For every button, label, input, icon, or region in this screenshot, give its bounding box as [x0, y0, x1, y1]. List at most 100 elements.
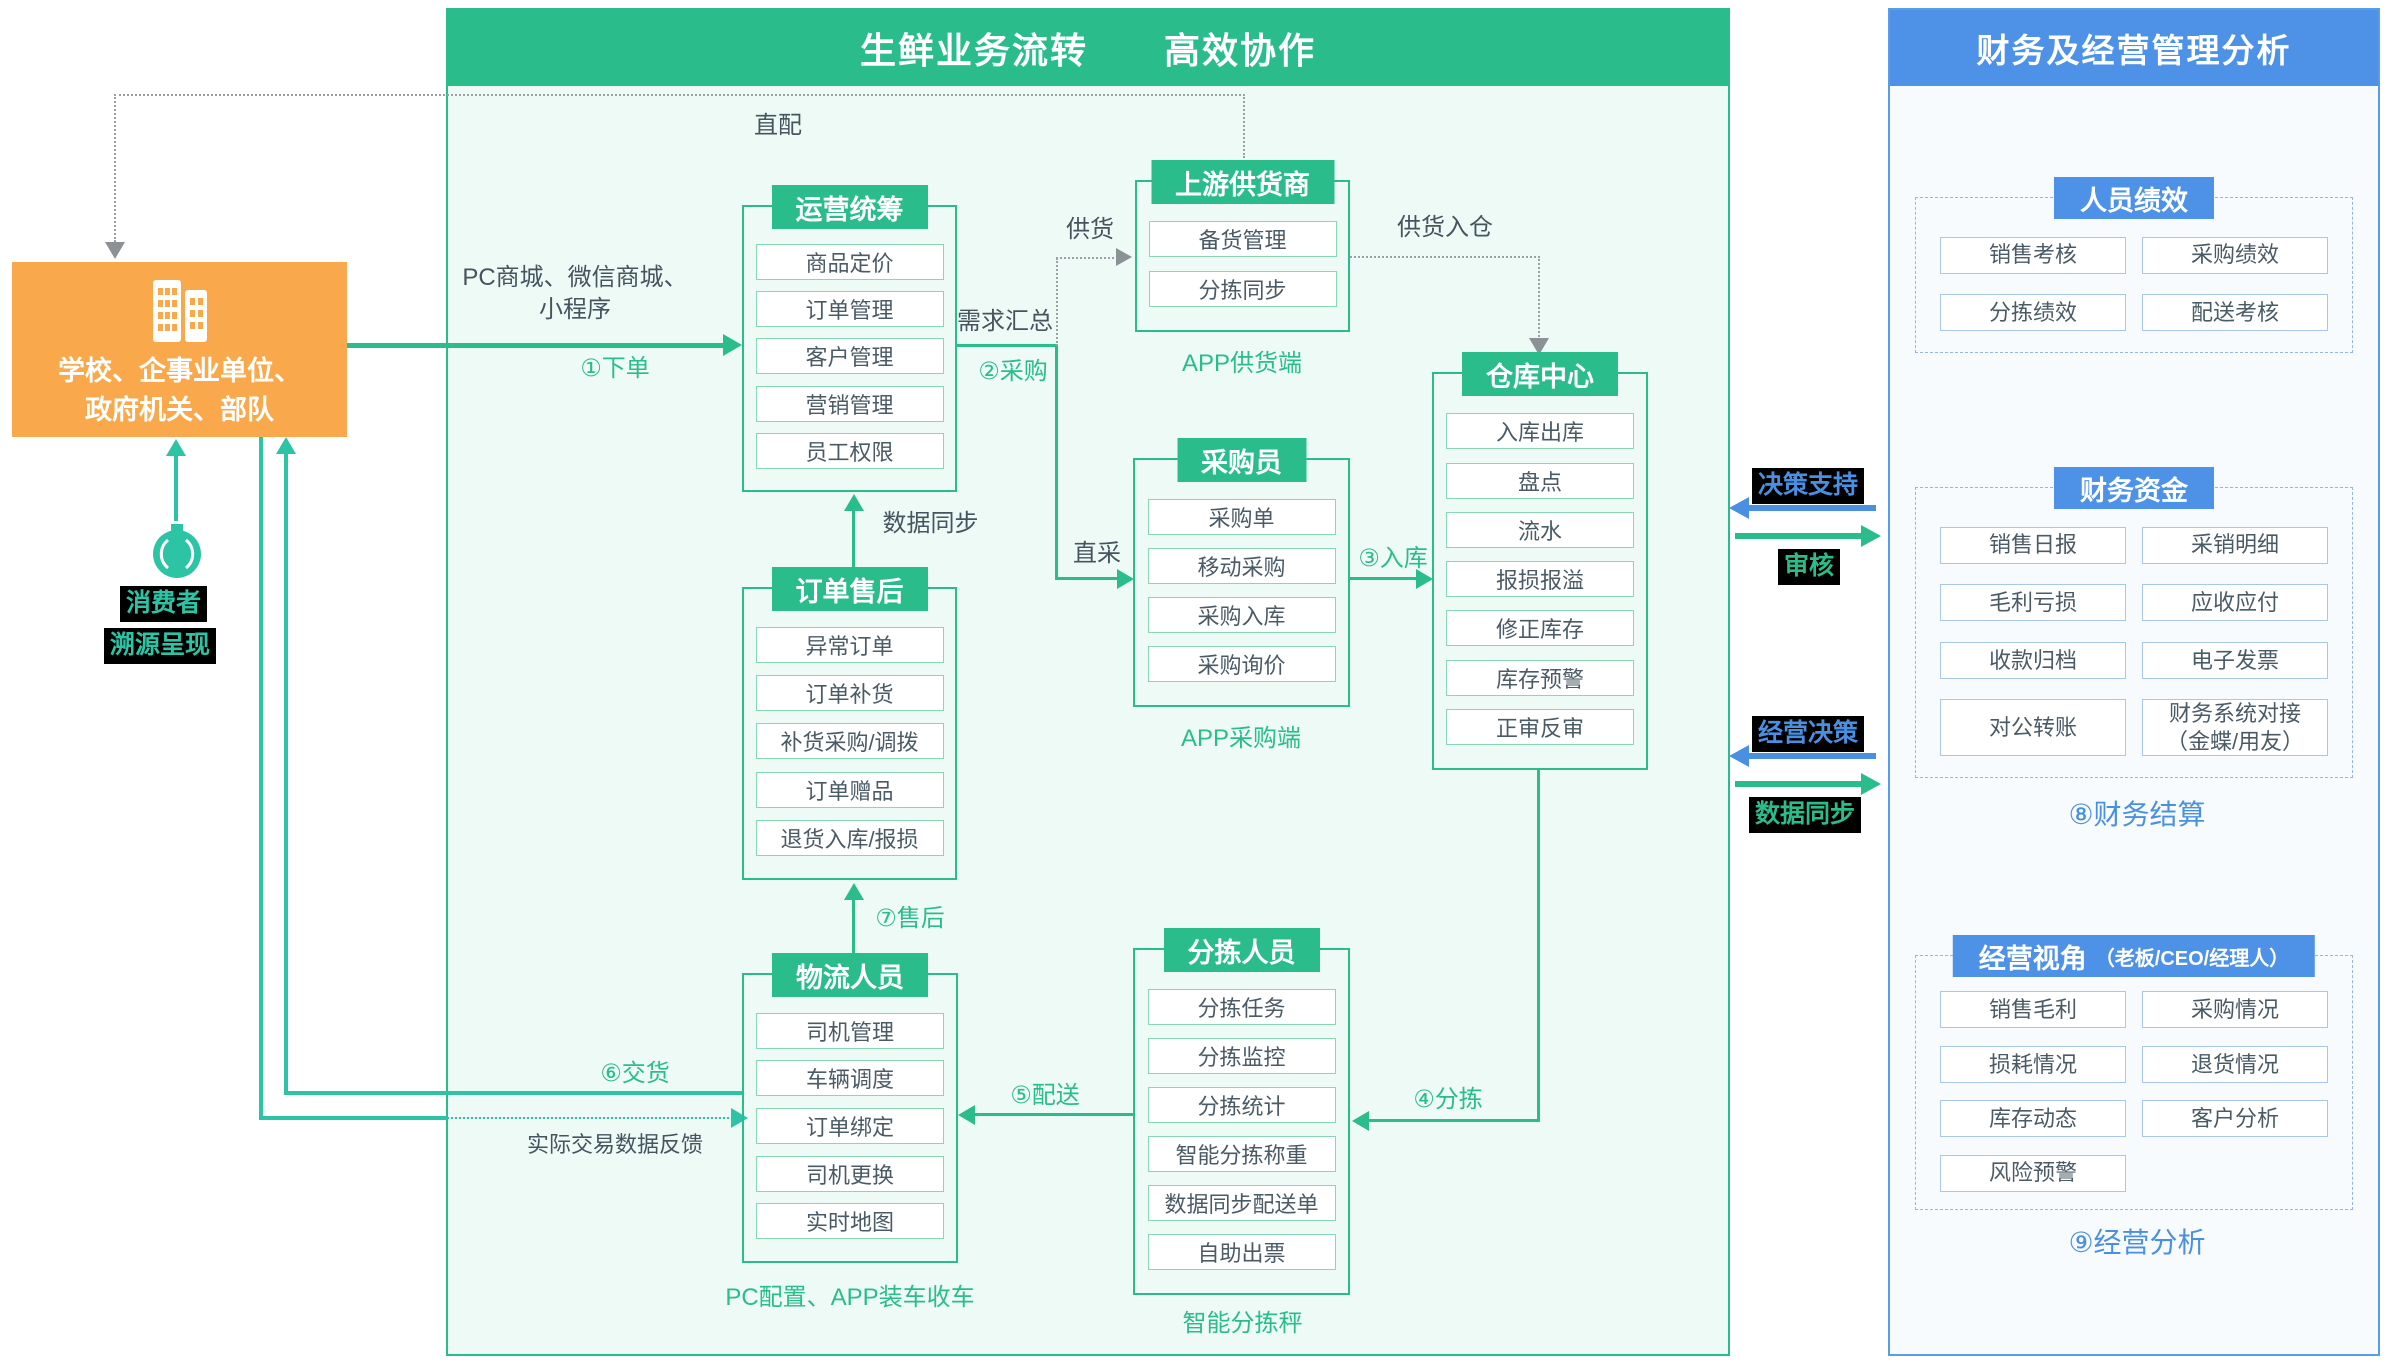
- customer-box-label: 学校、企事业单位、 政府机关、部队: [58, 356, 301, 426]
- inbound-line: [1350, 577, 1418, 580]
- direct-purchase-label: 直采: [1073, 540, 1121, 567]
- group-purchaser-title: 采购员: [1177, 438, 1306, 482]
- aftersale-line: [852, 898, 855, 973]
- purchase-line-h2: [1055, 577, 1119, 580]
- list-item: 风险预警: [1940, 1154, 2126, 1192]
- list-item: 采购入库: [1147, 597, 1336, 633]
- list-item: 员工权限: [755, 432, 944, 469]
- supply-in-line-v: [1538, 256, 1540, 340]
- sort-label: ④分拣: [1413, 1086, 1483, 1113]
- arrowhead-left: [958, 1105, 975, 1125]
- group-aftersales-title: 订单售后: [771, 567, 928, 611]
- consumer-label: 消费者: [120, 586, 208, 622]
- list-item: 退货入库/报损: [755, 819, 944, 856]
- list-item: 分拣绩效: [1940, 294, 2126, 332]
- inbound-label: ③入库: [1358, 545, 1428, 572]
- group-logistics-title: 物流人员: [772, 953, 928, 997]
- business-decision-label: 经营决策: [1752, 716, 1865, 752]
- group-warehouse-title: 仓库中心: [1462, 352, 1618, 396]
- feedback-label: 实际交易数据反馈: [526, 1132, 703, 1157]
- order-arrow-line: [347, 343, 727, 348]
- list-item: 营销管理: [755, 385, 944, 422]
- group-operations-title: 运营统筹: [771, 185, 928, 229]
- section-business-view: 经营视角 （老板/CEO/经理人） 销售毛利采购情况损耗情况退货情况库存动态客户…: [1915, 935, 2353, 1210]
- delivery-line-h: [284, 1091, 744, 1095]
- deliver-label: ⑤配送: [1010, 1082, 1080, 1109]
- supply-line-v: [1056, 258, 1058, 346]
- arrowhead-up: [844, 883, 864, 900]
- group-sorter-items: 分拣任务分拣监控分拣统计智能分拣称重数据同步配送单自助出票: [1135, 976, 1348, 1283]
- section-finance-title: 财务资金: [2054, 467, 2214, 509]
- list-item: 异常订单: [755, 627, 944, 664]
- customer-box: 学校、企事业单位、 政府机关、部队: [12, 262, 347, 437]
- group-warehouse: 仓库中心 入库出库盘点流水报损报溢修正库存库存预警正审反审: [1432, 352, 1648, 770]
- business-view-title-sub: （老板/CEO/经理人）: [2094, 947, 2290, 970]
- purchaser-caption: APP采购端: [1180, 725, 1302, 752]
- list-item: 正审反审: [1446, 708, 1634, 745]
- demand-label: 需求汇总: [957, 308, 1053, 335]
- list-item: 订单管理: [755, 291, 944, 328]
- list-item: 流水: [1446, 511, 1634, 548]
- list-item: 对公转账: [1940, 699, 2126, 757]
- list-item: 应收应付: [2142, 584, 2328, 622]
- list-item: 分拣任务: [1147, 989, 1336, 1025]
- group-supplier-title: 上游供货商: [1151, 160, 1334, 204]
- list-item: 毛利亏损: [1940, 584, 2126, 622]
- group-supplier-items: 备货管理分拣同步: [1137, 208, 1348, 320]
- list-item: 智能分拣称重: [1147, 1136, 1336, 1172]
- group-aftersales: 订单售后 异常订单订单补货补货采购/调拨订单赠品退货入库/报损: [742, 567, 957, 880]
- list-item: 收款归档: [1940, 641, 2126, 679]
- audit-label: 审核: [1778, 549, 1841, 585]
- list-item: 销售毛利: [1940, 991, 2126, 1029]
- trace-label: 溯源呈现: [104, 628, 217, 664]
- purchase-line-v: [1055, 344, 1058, 580]
- list-item: 订单绑定: [756, 1107, 944, 1144]
- list-item: 修正库存: [1446, 610, 1634, 647]
- list-item: 分拣同步: [1148, 270, 1337, 307]
- section-finance: 财务资金 销售日报采销明细毛利亏损应收应付收款归档电子发票对公转账财务系统对接 …: [1915, 467, 2353, 778]
- section-performance-title: 人员绩效: [2054, 177, 2214, 219]
- list-item: 车辆调度: [756, 1060, 944, 1097]
- list-item: 采购询价: [1147, 646, 1336, 682]
- list-item: 财务系统对接 （金蝶/用友）: [2142, 699, 2328, 757]
- purchase-label: ②采购: [978, 358, 1048, 385]
- arrowhead-right: [1861, 525, 1881, 547]
- direct-delivery-label: 直配: [754, 112, 802, 139]
- list-item: 订单赠品: [755, 771, 944, 808]
- center-panel-title: 生鲜业务流转 高效协作: [448, 10, 1728, 86]
- list-item: 损耗情况: [1940, 1045, 2126, 1083]
- deliver-line: [974, 1113, 1133, 1116]
- list-item: 客户管理: [755, 338, 944, 375]
- arrowhead-right: [1861, 773, 1881, 795]
- section-performance: 人员绩效 销售考核采购绩效分拣绩效配送考核: [1915, 177, 2353, 353]
- delivery-line-v: [284, 452, 288, 1094]
- logistics-caption: PC配置、APP装车收车: [725, 1284, 975, 1311]
- consumer-line: [174, 455, 178, 521]
- list-item: 销售考核: [1940, 236, 2126, 274]
- purchase-line-h: [955, 344, 1058, 347]
- group-aftersales-items: 异常订单订单补货补货采购/调拨订单赠品退货入库/报损: [744, 615, 955, 868]
- direct-delivery-line-v-right: [1243, 94, 1245, 158]
- list-item: 司机更换: [756, 1155, 944, 1192]
- feedback-line-v: [259, 437, 263, 1118]
- aftersale-label: ⑦售后: [875, 905, 945, 932]
- feedback-line-h: [259, 1116, 447, 1120]
- list-item: 分拣监控: [1147, 1038, 1336, 1074]
- sort-line-v: [1537, 770, 1540, 1122]
- list-item: 销售日报: [1940, 526, 2126, 564]
- list-item: 数据同步配送单: [1147, 1185, 1336, 1221]
- direct-delivery-line-v-left: [114, 94, 116, 242]
- group-sorter-title: 分拣人员: [1163, 928, 1320, 972]
- right-panel-title: 财务及经营管理分析: [1890, 10, 2378, 86]
- group-logistics-items: 司机管理车辆调度订单绑定司机更换实时地图: [744, 1001, 956, 1251]
- section-performance-items: 销售考核采购绩效分拣绩效配送考核: [1940, 228, 2328, 340]
- list-item: 库存预警: [1446, 659, 1634, 696]
- order-channel-label: PC商城、微信商城、 小程序: [462, 264, 688, 324]
- arrowhead-down: [105, 242, 125, 259]
- list-item: 采购情况: [2142, 991, 2328, 1029]
- arrowhead-right: [1117, 569, 1134, 589]
- datasync-label: 数据同步: [882, 510, 979, 537]
- group-operations: 运营统筹 商品定价订单管理客户管理营销管理员工权限: [742, 185, 957, 492]
- group-sorter: 分拣人员 分拣任务分拣监控分拣统计智能分拣称重数据同步配送单自助出票: [1133, 928, 1350, 1295]
